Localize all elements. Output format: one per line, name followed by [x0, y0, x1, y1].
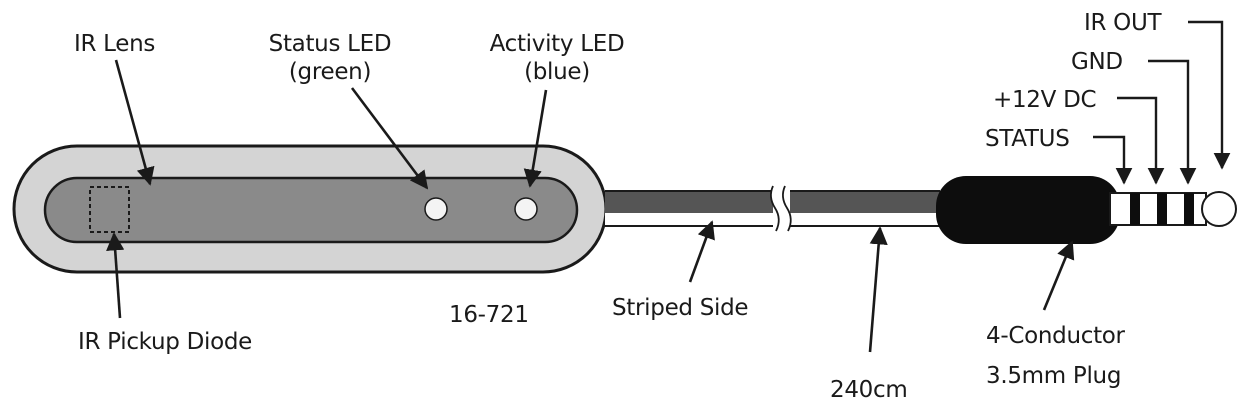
striped-side-label: Striped Side	[612, 295, 748, 321]
activity-led	[514, 197, 538, 221]
status-led	[424, 197, 448, 221]
activity-led-label-line2: (blue)	[524, 59, 590, 85]
ir-lens-label: IR Lens	[74, 31, 155, 57]
cable-length-arrow	[868, 226, 888, 353]
activity-led-arrow	[523, 89, 548, 188]
plug-label-line1: 4-Conductor	[986, 323, 1126, 349]
pin-gnd-leader	[1148, 59, 1197, 185]
plug-insulator-1	[1130, 193, 1140, 225]
ir-pickup-diode-label: IR Pickup Diode	[78, 329, 252, 355]
part-number-label: 16-721	[449, 302, 529, 328]
plug-arrow	[1042, 240, 1075, 311]
pin-ir-out-leader	[1188, 20, 1231, 170]
striped-side-arrow	[688, 220, 715, 283]
plug-tip	[1201, 191, 1237, 227]
status-led-label-line2: (green)	[289, 59, 371, 85]
pin-gnd-label: GND	[1071, 49, 1123, 75]
pin-ir-out-label: IR OUT	[1084, 10, 1163, 36]
plug-label-line2: 3.5mm Plug	[986, 363, 1121, 389]
sensor-housing	[12, 144, 608, 274]
pin-status-label: STATUS	[985, 126, 1070, 152]
status-led-label-line1: Status LED	[269, 31, 392, 57]
cable	[605, 185, 940, 232]
ir-pickup-diode-arrow	[106, 232, 125, 319]
plug	[936, 176, 1237, 244]
pin-power-leader	[1117, 96, 1165, 185]
cable-length-label: 240cm	[830, 377, 907, 403]
ir-lens-arrow	[114, 59, 155, 186]
pin-power-label: +12V DC	[993, 87, 1096, 113]
plug-body	[936, 176, 1120, 244]
plug-insulator-2	[1157, 193, 1167, 225]
ir-lens-window	[43, 176, 579, 244]
cable-break-mark	[770, 186, 791, 231]
status-led-arrow	[350, 87, 429, 190]
activity-led-label-line1: Activity LED	[490, 31, 625, 57]
plug-insulator-3	[1184, 193, 1194, 225]
pin-status-leader	[1093, 135, 1133, 185]
